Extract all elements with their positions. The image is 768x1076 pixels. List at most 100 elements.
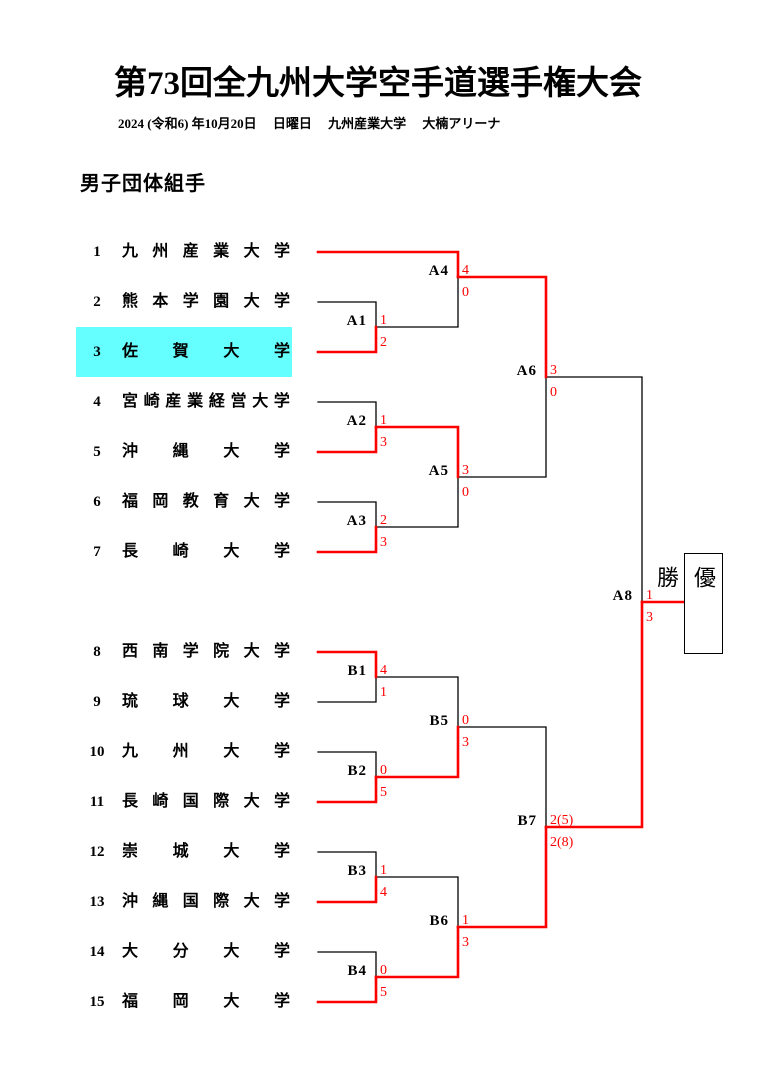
team-name-char: 大 [223, 693, 240, 710]
bracket-line-a2-bottom [316, 425, 378, 454]
team-seed: 6 [93, 494, 101, 510]
team-name-char: 崎 [152, 793, 169, 810]
score-a6-top: 3 [550, 363, 557, 378]
team-name-char: 崇 [122, 843, 139, 860]
score-a6-bottom: 0 [550, 385, 557, 400]
match-label-a5: A5 [429, 463, 449, 479]
team-seed: 3 [93, 344, 101, 360]
team-name: 熊本学園大学 [122, 277, 290, 327]
team-name-char: 南 [152, 643, 169, 660]
team-name-char: 縄 [152, 893, 169, 910]
match-label-a4: A4 [429, 263, 449, 279]
team-row: 14 大分大学 [76, 927, 292, 977]
team-row: 7 長崎大学 [76, 527, 292, 577]
team-name: 沖縄大学 [122, 427, 290, 477]
team-name-char: 学 [273, 493, 290, 510]
score-b1-top: 4 [380, 663, 387, 678]
score-a4-top: 4 [462, 263, 469, 278]
team-row: 1 九州産業大学 [76, 227, 292, 277]
team-name-char: 西 [122, 643, 139, 660]
team-row: 15 福岡大学 [76, 977, 292, 1027]
team-name-char: 国 [182, 793, 199, 810]
team-name: 福岡大学 [122, 977, 290, 1027]
score-a8-top: 1 [646, 588, 653, 603]
team-name-char: 分 [172, 943, 189, 960]
score-a1-bottom: 2 [380, 335, 387, 350]
champion-label: 優勝 [654, 566, 716, 621]
bracket-lines-losers [317, 276, 643, 978]
team-name-char: 学 [273, 843, 290, 860]
team-name: 沖縄国際大学 [122, 877, 290, 927]
team-row: 8 西南学院大学 [76, 627, 292, 677]
team-name: 長崎国際大学 [122, 777, 290, 827]
bracket-line-b1-bottom [317, 676, 377, 703]
team-row: 12 崇城大学 [76, 827, 292, 877]
team-row-highlighted: 3 佐賀大学 [76, 327, 292, 377]
bracket-line-a3-bottom [316, 525, 378, 554]
team-name-char: 学 [273, 893, 290, 910]
team-name: 西南学院大学 [122, 627, 290, 677]
match-label-b5: B5 [429, 713, 449, 729]
team-name: 大分大学 [122, 927, 290, 977]
team-name-char: 大 [243, 293, 260, 310]
team-seed: 8 [93, 644, 101, 660]
team-name-char: 学 [273, 293, 290, 310]
bracket-line-b4-top [317, 951, 377, 978]
team-name-char: 宮 [122, 393, 139, 410]
match-label-a6: A6 [517, 363, 537, 379]
team-name-char: 長 [122, 793, 139, 810]
team-name-char: 沖 [122, 893, 139, 910]
match-label-b1: B1 [347, 663, 367, 679]
team-name-char: 球 [172, 693, 189, 710]
match-label-b3: B3 [347, 863, 367, 879]
score-b7-top: 2(5) [550, 813, 574, 828]
team-seed: 1 [93, 244, 101, 260]
team-name-char: 際 [213, 793, 230, 810]
team-name-char: 業 [187, 393, 204, 410]
score-b2-bottom: 5 [380, 785, 387, 800]
team-name-char: 大 [243, 893, 260, 910]
score-b5-top: 0 [462, 713, 469, 728]
team-name-char: 城 [172, 843, 189, 860]
match-label-b2: B2 [347, 763, 367, 779]
team-name-char: 大 [243, 793, 260, 810]
team-row: 2 熊本学園大学 [76, 277, 292, 327]
bracket-line-b5-bottom [374, 725, 460, 779]
team-name-char: 学 [273, 743, 290, 760]
team-seed: 4 [93, 394, 101, 410]
bracket-line-b6-bottom [374, 925, 460, 979]
team-name-char: 九 [122, 743, 139, 760]
team-name-char: 沖 [122, 443, 139, 460]
team-name: 福岡教育大学 [122, 477, 290, 527]
team-name-char: 産 [165, 393, 182, 410]
team-name-char: 学 [273, 693, 290, 710]
bracket-line-a1-bottom [316, 325, 378, 354]
team-name-char: 際 [213, 893, 230, 910]
team-row: 9 琉球大学 [76, 677, 292, 727]
match-label-a8: A8 [613, 588, 633, 604]
score-b1-bottom: 1 [380, 685, 387, 700]
bracket-line-a4-top [316, 250, 460, 279]
bracket-line-a3-top [317, 501, 377, 528]
score-a5-top: 3 [462, 463, 469, 478]
team-name-char: 岡 [152, 493, 169, 510]
team-name-char: 大 [243, 493, 260, 510]
score-b4-bottom: 5 [380, 985, 387, 1000]
team-name-char: 教 [182, 493, 199, 510]
bracket-line-b3-top [317, 851, 377, 878]
score-a4-bottom: 0 [462, 285, 469, 300]
team-name-char: 大 [223, 543, 240, 560]
team-name-char: 賀 [172, 343, 189, 360]
bracket-line-b5-top [375, 676, 459, 728]
team-row: 13 沖縄国際大学 [76, 877, 292, 927]
team-name-char: 営 [230, 393, 247, 410]
score-b3-bottom: 4 [380, 885, 387, 900]
team-name-char: 学 [182, 293, 199, 310]
team-seed: 14 [89, 944, 105, 960]
score-a2-top: 1 [380, 413, 387, 428]
bracket-line-b6-top [375, 876, 459, 928]
bracket-line-b2-bottom [316, 775, 378, 804]
team-name-char: 大 [223, 443, 240, 460]
